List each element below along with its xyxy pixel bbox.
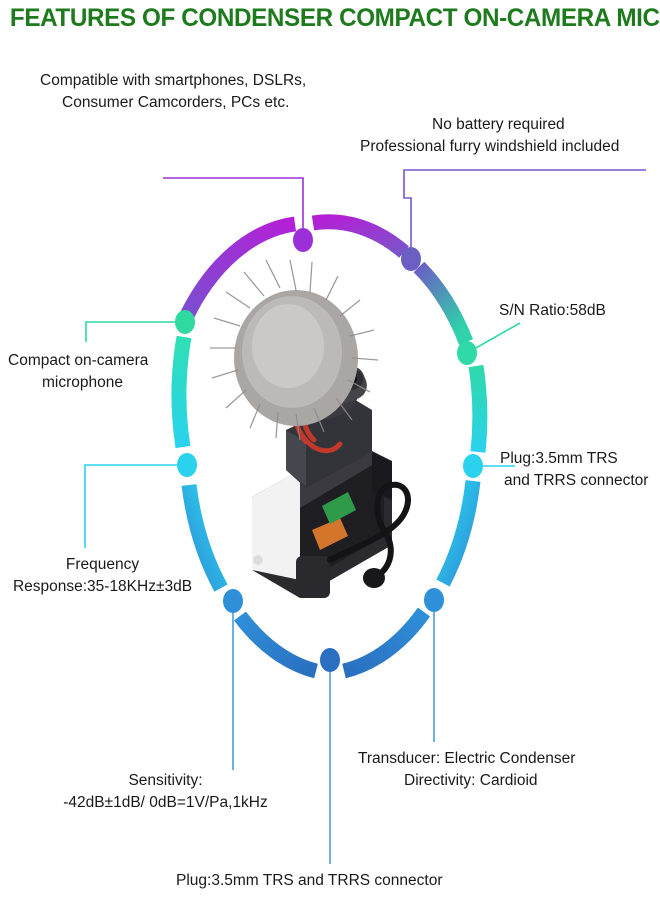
dot-plug-bottom[interactable] [320, 648, 340, 672]
callout-transducer-line-2: Directivity: Cardioid [404, 772, 538, 789]
dot-sn-ratio[interactable] [457, 341, 477, 365]
ring-arc-lower-left [181, 484, 228, 592]
ring-arc-bottom-left [233, 611, 319, 679]
callout-plug-right: Plug:3.5mm TRS and TRRS connector [500, 448, 648, 492]
ring-arc-bottom-right [342, 607, 431, 679]
callout-plug-right-line-1: Plug:3.5mm TRS [500, 450, 618, 467]
callout-battery-line-2: Professional furry windshield included [360, 138, 620, 155]
callout-compatibility: Compatible with smartphones, DSLRs, Cons… [40, 70, 306, 114]
dot-sensitivity[interactable] [223, 589, 243, 613]
callout-compatibility-line-1: Compatible with smartphones, DSLRs, [40, 72, 307, 89]
callout-plug-right-line-2: and TRRS connector [504, 472, 649, 489]
callout-sn-ratio: S/N Ratio:58dB [499, 300, 606, 322]
product-photo [210, 259, 411, 598]
callout-sensitivity-line-1: Sensitivity: [128, 772, 203, 789]
velcro-strap [312, 518, 348, 550]
dot-compatibility[interactable] [293, 228, 313, 252]
ring-arc-segments [171, 214, 488, 679]
callout-compatibility-line-2: Consumer Camcorders, PCs etc. [62, 94, 290, 111]
callout-transducer-line-1: Transducer: Electric Condenser [358, 750, 576, 767]
callout-transducer: Transducer: Electric Condenser Directivi… [358, 748, 575, 792]
callout-sn-ratio-line-1: S/N Ratio:58dB [499, 302, 606, 319]
callout-dots [175, 228, 483, 672]
dot-compact-mic[interactable] [175, 310, 195, 334]
ring-arc-lower-right [436, 480, 481, 587]
connector-tip [322, 492, 356, 524]
ring-arc-upper-right [413, 261, 473, 345]
ring-arc-right [468, 364, 488, 453]
connector-battery-windshield [403, 169, 646, 259]
callout-battery-windshield: No battery required Professional furry w… [360, 114, 619, 158]
callout-plug-bottom-line-1: Plug:3.5mm TRS and TRRS connector [176, 872, 443, 889]
connector-compact-mic [85, 321, 185, 342]
callout-plug-bottom: Plug:3.5mm TRS and TRRS connector [176, 870, 443, 892]
callout-frequency-response: Frequency Response:35-18KHz±3dB [0, 554, 205, 598]
connector-frequency [84, 464, 187, 548]
dot-transducer[interactable] [424, 588, 444, 612]
callout-frequency-line-1: Frequency [65, 556, 140, 573]
dot-frequency[interactable] [177, 453, 197, 477]
smartphone-illustration [252, 441, 392, 598]
callout-compact-mic: Compact on-camera microphone [8, 350, 148, 394]
page-title: FEATURES OF CONDENSER COMPACT ON-CAMERA … [9, 4, 660, 32]
callout-frequency-line-2: Response:35-18KHz±3dB [12, 578, 193, 595]
callout-sensitivity-line-2: -42dB±1dB/ 0dB=1V/Pa,1kHz [63, 794, 268, 811]
callout-battery-line-1: No battery required [432, 116, 565, 133]
audio-cable [327, 481, 411, 581]
callout-compact-mic-line-2: microphone [42, 374, 123, 391]
ring-arc-top-left [178, 216, 297, 322]
ring-arc-left [171, 335, 192, 449]
ring-arc-top [311, 214, 409, 258]
furry-windshield [210, 259, 379, 441]
dot-plug-right[interactable] [463, 454, 483, 478]
cable-clip [363, 568, 385, 588]
callout-sensitivity: Sensitivity: -42dB±1dB/ 0dB=1V/Pa,1kHz [18, 770, 313, 814]
dot-battery-windshield[interactable] [401, 247, 421, 271]
callout-compact-mic-line-1: Compact on-camera [8, 352, 149, 369]
callout-connectors [84, 169, 646, 864]
connector-compatibility [163, 177, 304, 240]
